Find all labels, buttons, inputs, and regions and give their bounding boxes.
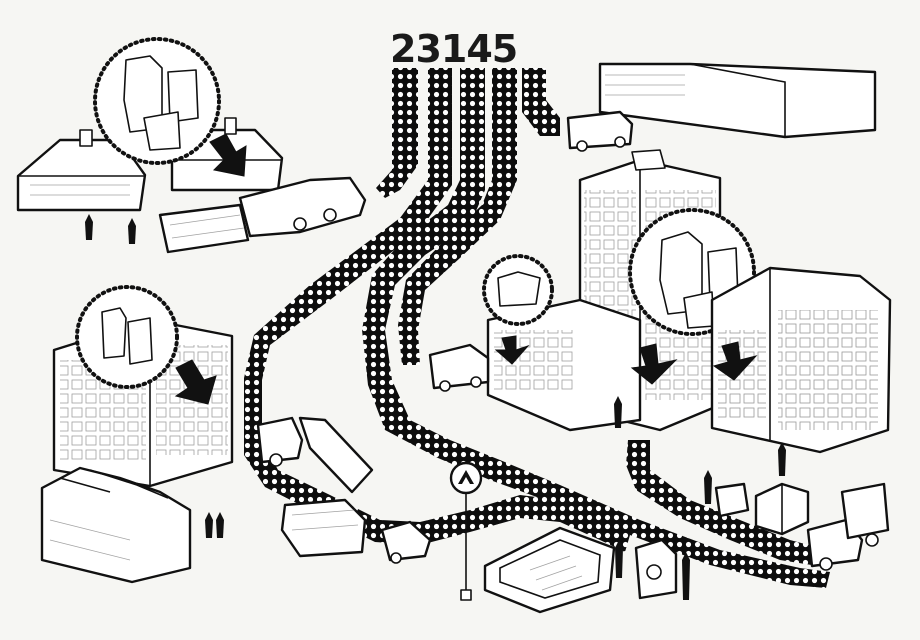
warehouse-sawtooth bbox=[40, 466, 192, 584]
dump-truck bbox=[256, 416, 374, 494]
low-block-center bbox=[486, 298, 642, 432]
terraced-house bbox=[710, 266, 892, 454]
moving-truck-top-left bbox=[158, 176, 367, 254]
crowd-ring-small bbox=[482, 254, 554, 326]
route-ribbons bbox=[244, 68, 830, 588]
forklift bbox=[380, 520, 432, 564]
route-5-ribbon bbox=[522, 68, 560, 136]
down-arrow-icon bbox=[712, 341, 758, 381]
route-loop-ribbon bbox=[626, 440, 820, 566]
van-top bbox=[566, 110, 634, 152]
delivery-van-center bbox=[428, 343, 490, 392]
ticket-kiosk bbox=[634, 538, 678, 600]
apartment-silhouette-icon bbox=[123, 55, 199, 151]
route-number-title: 23145 bbox=[390, 27, 517, 71]
goods-boxes bbox=[754, 482, 810, 536]
apartment-silhouette-icon bbox=[101, 307, 153, 365]
pedestrians-bottom bbox=[614, 396, 786, 600]
crate-pallet bbox=[280, 498, 367, 558]
apartment-silhouette-icon bbox=[659, 231, 739, 329]
down-arrow-icon bbox=[630, 343, 678, 385]
route-4-ribbon bbox=[398, 68, 517, 365]
route-1-ribbon bbox=[362, 68, 830, 588]
delivery-truck-right bbox=[806, 482, 890, 571]
sunken-pit bbox=[483, 526, 616, 614]
luggage-cart bbox=[714, 482, 750, 518]
crowd-ring-top-left bbox=[93, 37, 221, 165]
warehouse-long bbox=[598, 62, 877, 139]
route-2-ribbon bbox=[376, 68, 418, 198]
cottage-left bbox=[16, 129, 147, 212]
down-arrow-icon bbox=[174, 359, 217, 405]
crowd-ring-left bbox=[75, 285, 179, 389]
bus-stop-sign bbox=[449, 461, 483, 601]
route-3-ribbon bbox=[244, 68, 630, 552]
down-arrow-icon bbox=[494, 335, 530, 365]
down-arrow-icon bbox=[209, 133, 247, 177]
pedestrians-top-left bbox=[85, 214, 136, 244]
pedestrians-left bbox=[205, 512, 224, 538]
